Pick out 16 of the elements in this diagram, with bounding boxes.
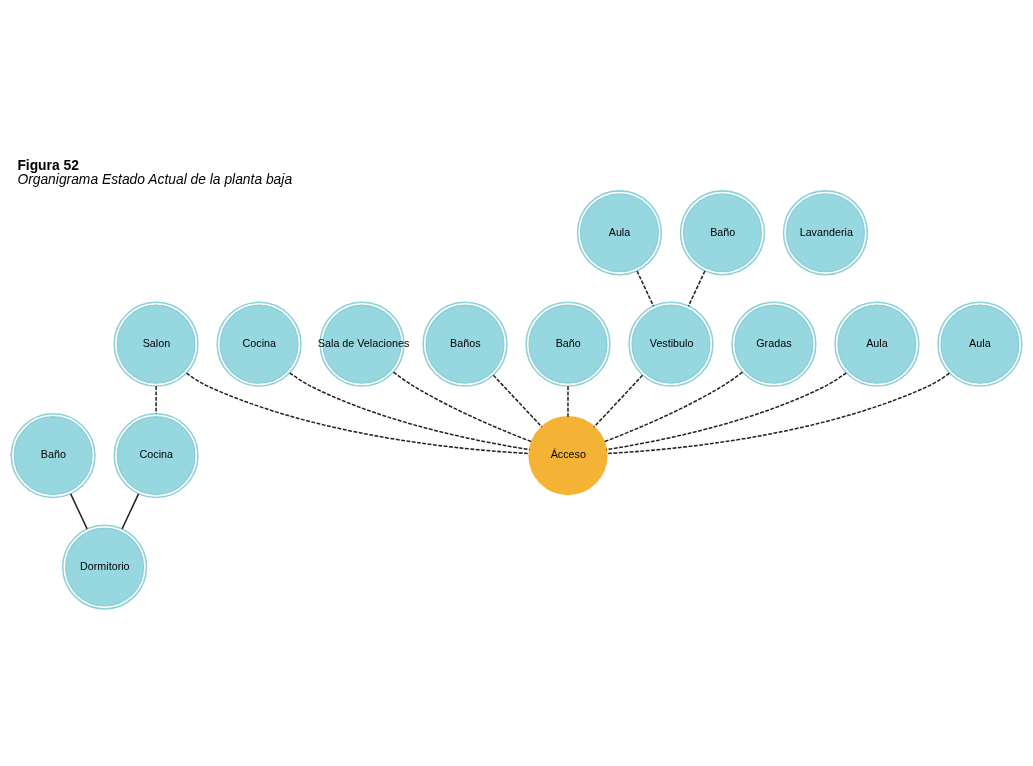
connector (567, 385, 569, 418)
connector (69, 493, 88, 530)
connector (185, 372, 530, 455)
connector (121, 493, 140, 530)
connector (636, 270, 655, 307)
connector (492, 374, 543, 428)
node-circle: Ácceso (528, 416, 608, 496)
connector (289, 372, 531, 451)
connector (687, 270, 706, 307)
connector (606, 372, 951, 455)
connector (155, 385, 157, 415)
connector (605, 372, 847, 451)
connector (392, 371, 533, 443)
connector (603, 371, 744, 443)
connector (593, 374, 644, 428)
diagram-title: Figura 52 (17, 157, 79, 174)
